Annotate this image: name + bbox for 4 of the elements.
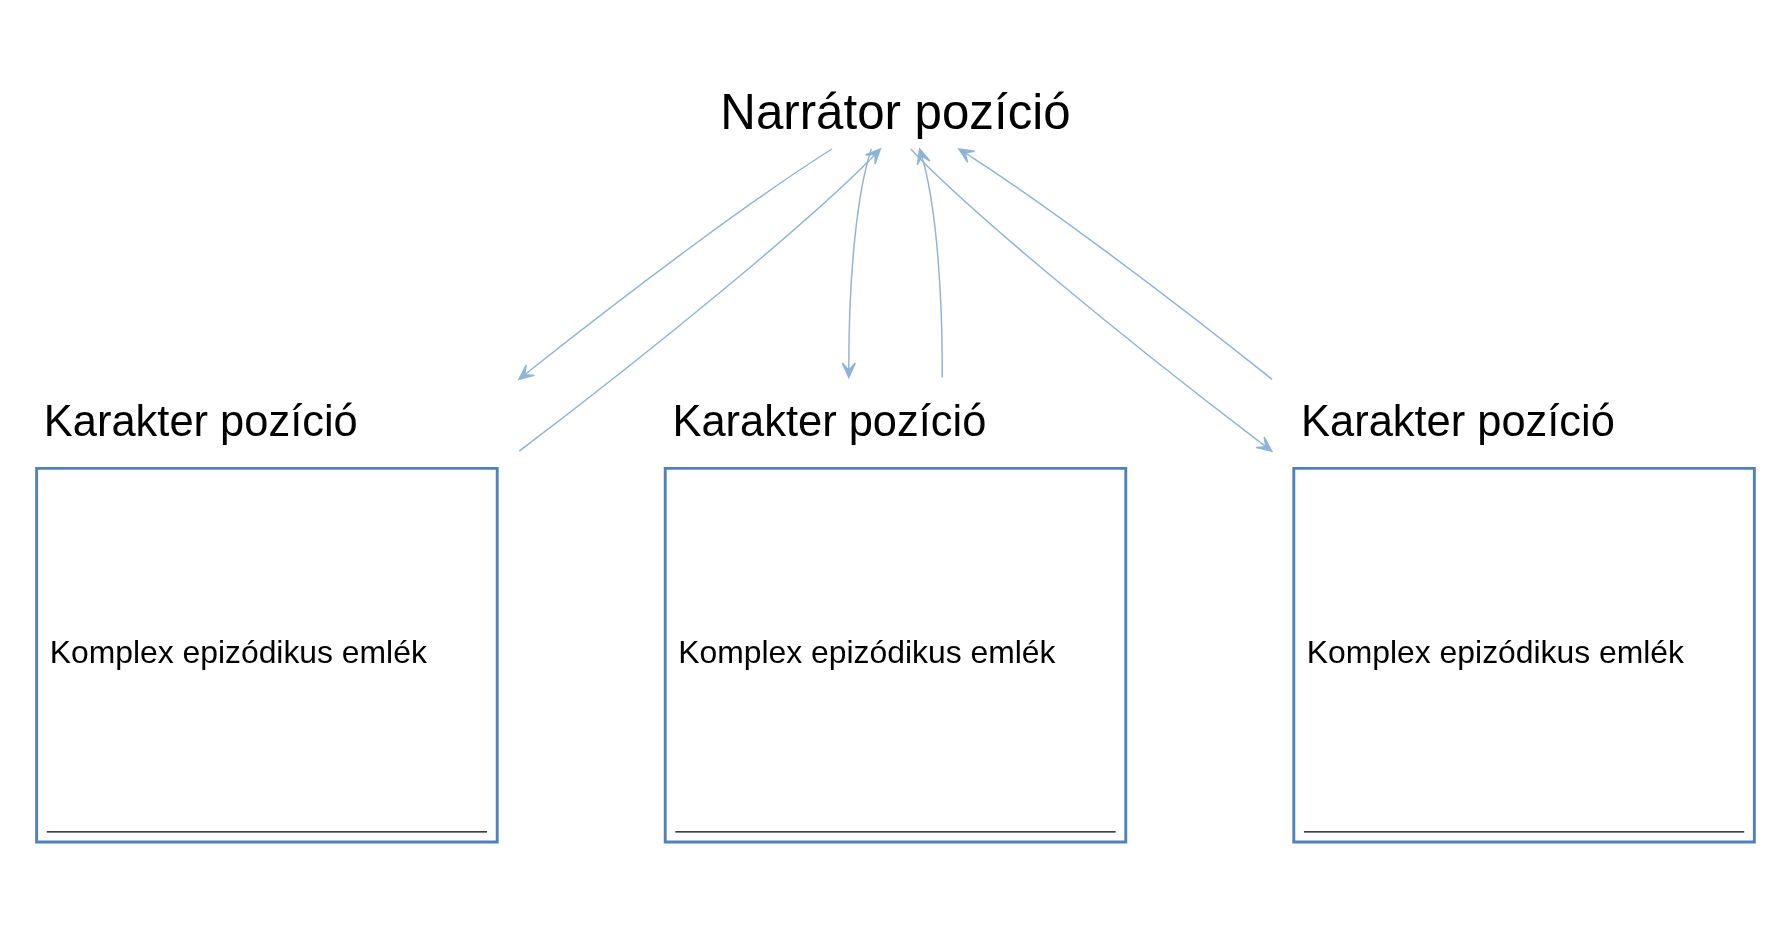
node-label: Karakter pozíció — [672, 397, 987, 446]
node-label: Karakter pozíció — [1301, 397, 1615, 446]
node-label: Karakter pozíció — [43, 397, 358, 446]
node-text: Narrátor pozíció — [720, 83, 1071, 139]
